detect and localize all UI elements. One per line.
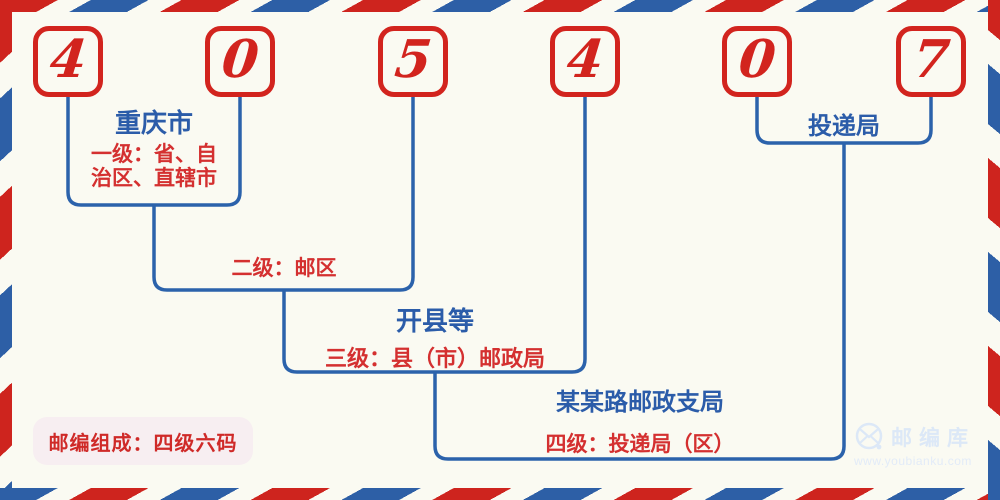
level4-title: 某某路邮政支局 [556,389,724,416]
level1-desc-line1: 一级：省、自 [91,143,217,166]
level3-desc: 三级：县（市）邮政局 [324,346,546,371]
composition-badge: 邮编组成：四级六码 [33,417,253,465]
digit-box-2: 0 [205,26,275,97]
airmail-border-bottom [0,488,1000,500]
digit-4: 4 [563,28,607,90]
level1-title: 重庆市 [114,108,193,138]
watermark: 邮编库 www.youbianku.com [854,422,975,468]
level2-label: 二级：邮区 [231,257,337,280]
connector-level4 [433,143,846,461]
watermark-url: www.youbianku.com [854,454,972,468]
airmail-border-top [0,0,1000,12]
digit-5: 0 [735,28,779,90]
level3-label: 开县等 三级：县（市）邮政局 [325,306,545,373]
digit-3: 5 [391,28,435,90]
level1-label: 重庆市 一级：省、自 治区、直辖市 [91,108,217,191]
level4-label: 某某路邮政支局 四级：投递局（区） [546,390,735,458]
delivery-label: 投递局 [808,113,880,140]
digit-6: 7 [909,28,953,90]
digit-1: 4 [46,28,90,90]
digit-box-5: 0 [722,26,792,97]
digit-box-1: 4 [33,26,103,97]
airmail-border-right [988,0,1000,500]
composition-badge-text: 邮编组成：四级六码 [48,432,238,455]
digit-box-3: 5 [378,26,448,97]
level3-title: 开县等 [395,306,475,336]
digit-2: 0 [218,28,262,90]
digit-box-6: 7 [896,26,966,97]
digit-box-4: 4 [550,26,620,97]
airmail-border-left [0,0,12,500]
watermark-brand: 邮编库 [891,427,975,450]
level1-desc-line2: 治区、直辖市 [91,167,217,190]
envelope-circle-icon [854,422,884,452]
level4-desc: 四级：投递局（区） [545,433,735,456]
